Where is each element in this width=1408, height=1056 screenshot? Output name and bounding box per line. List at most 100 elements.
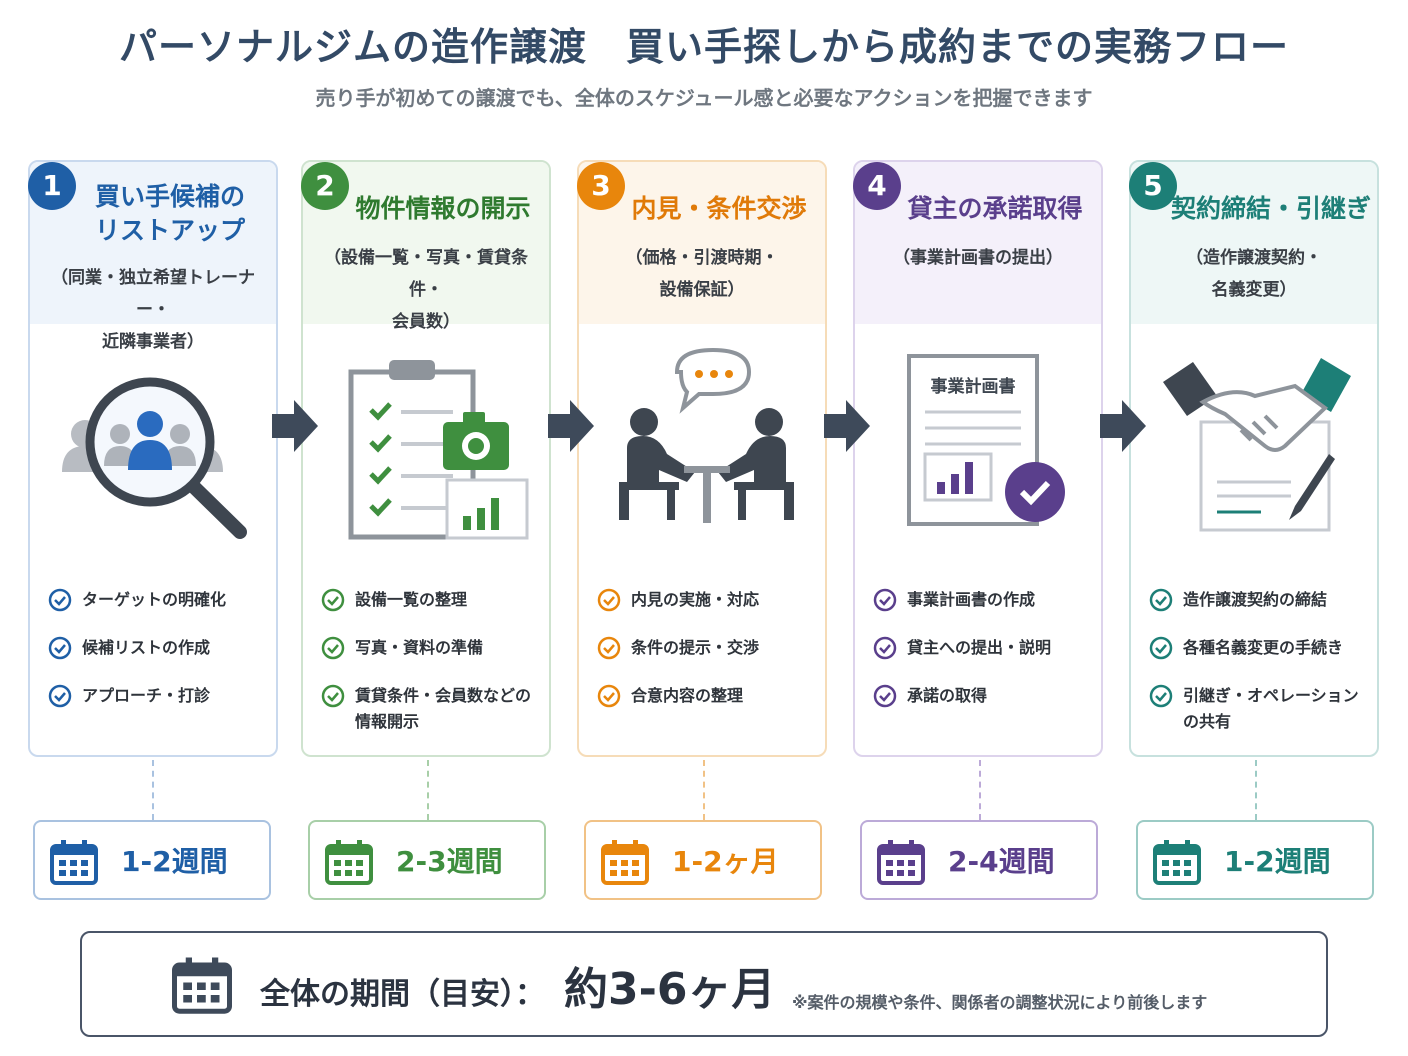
flow-arrow-icon — [1100, 400, 1146, 452]
step-5-duration-text: 1-2週間 — [1224, 845, 1331, 878]
check-circle-icon — [1149, 588, 1173, 612]
step-1-connector — [152, 760, 154, 820]
step-card-3: 3 内見・条件交渉 （価格・引渡時期・ 設備保証） 内見の実施・対応 条件の提示… — [577, 160, 827, 757]
step-2-duration: 2-3週間 — [308, 820, 546, 900]
check-label: 事業計画書の作成 — [907, 590, 1036, 609]
check-label: 引継ぎ・オペレーション — [1183, 686, 1359, 705]
check-item: 各種名義変更の手続き — [1149, 635, 1369, 683]
meeting-icon — [619, 347, 794, 523]
clipboard-camera-icon — [348, 360, 529, 540]
step-card-4: 4 貸主の承諾取得 （事業計画書の提出） 事業計画書 事業計画書の作成 貸主への… — [853, 160, 1103, 757]
step-1-number-badge: 1 — [28, 162, 76, 210]
check-label: 造作譲渡契約の締結 — [1183, 590, 1328, 609]
check-item: 造作譲渡契約の締結 — [1149, 587, 1369, 635]
step-4-number-badge: 4 — [853, 162, 901, 210]
calendar-icon — [172, 957, 232, 1014]
flow-arrow-icon — [548, 400, 594, 452]
step-4-title: 貸主の承諾取得 — [907, 194, 1083, 223]
check-item: 内見の実施・対応 — [597, 587, 817, 635]
check-item: 引継ぎ・オペレーションの共有 — [1149, 683, 1369, 743]
calendar-icon — [601, 840, 649, 885]
step-2-number-badge: 2 — [301, 162, 349, 210]
step-card-5: 5 契約締結・引継ぎ （造作譲渡契約・ 名義変更） 造作譲渡契約の締結 各種名義… — [1129, 160, 1379, 757]
check-circle-icon — [48, 636, 72, 660]
step-3-subtitle: （価格・引渡時期・ 設備保証） — [587, 242, 817, 306]
step-5-connector — [1255, 760, 1257, 820]
check-circle-icon — [321, 588, 345, 612]
step-3-checklist: 内見の実施・対応 条件の提示・交渉 合意内容の整理 — [597, 587, 817, 731]
check-label: 候補リストの作成 — [82, 638, 211, 657]
total-period-box: 全体の期間（目安）： 約3-6ヶ月 ※案件の規模や条件、関係者の調整状況により前… — [80, 931, 1328, 1037]
step-1-duration-text: 1-2週間 — [121, 845, 228, 878]
step-3-sub-line1: （価格・引渡時期・ — [625, 248, 779, 268]
page-title: パーソナルジムの造作譲渡 買い手探しから成約までの実務フロー — [118, 25, 1289, 69]
check-circle-icon — [873, 636, 897, 660]
step-3-sub-line2: 設備保証） — [659, 280, 745, 300]
step-2-subtitle: （設備一覧・写真・賃貸条件・ 会員数） — [311, 242, 541, 338]
check-label: ターゲットの明確化 — [82, 590, 227, 609]
flow-arrow-icon — [824, 400, 870, 452]
step-4-duration-text: 2-4週間 — [948, 845, 1055, 878]
check-circle-icon — [597, 588, 621, 612]
check-label: 貸主への提出・説明 — [907, 638, 1052, 657]
magnifier-people-icon — [62, 377, 247, 539]
step-2-title: 物件情報の開示 — [355, 194, 531, 223]
check-item: 写真・資料の準備 — [321, 635, 541, 683]
business-plan-label: 事業計画書 — [931, 376, 1016, 397]
step-2-checklist: 設備一覧の整理 写真・資料の準備 賃貸条件・会員数などの情報開示 — [321, 587, 541, 743]
step-5-number-badge: 5 — [1129, 162, 1177, 210]
step-2-duration-text: 2-3週間 — [396, 845, 503, 878]
check-item: 条件の提示・交渉 — [597, 635, 817, 683]
check-label: 写真・資料の準備 — [355, 638, 484, 657]
calendar-icon — [50, 840, 98, 885]
check-item: 承諾の取得 — [873, 683, 1093, 731]
check-item: 事業計画書の作成 — [873, 587, 1093, 635]
total-period-value: 約3-6ヶ月 — [564, 964, 776, 1015]
check-circle-icon — [321, 636, 345, 660]
check-item: 合意内容の整理 — [597, 683, 817, 731]
check-circle-icon — [873, 588, 897, 612]
step-1-title: 買い手候補の リストアップ — [70, 180, 270, 248]
check-label-cont: の共有 — [1183, 712, 1232, 731]
step-5-sub-line2: 名義変更） — [1211, 280, 1297, 300]
check-item: 設備一覧の整理 — [321, 587, 541, 635]
check-item: 貸主への提出・説明 — [873, 635, 1093, 683]
check-circle-icon — [48, 684, 72, 708]
step-5-checklist: 造作譲渡契約の締結 各種名義変更の手続き 引継ぎ・オペレーションの共有 — [1149, 587, 1369, 743]
flow-arrow-icon — [272, 400, 318, 452]
step-5-duration: 1-2週間 — [1136, 820, 1374, 900]
calendar-icon — [1153, 840, 1201, 885]
step-card-2: 2 物件情報の開示 （設備一覧・写真・賃貸条件・ 会員数） 設備一覧の整理 写真… — [301, 160, 551, 757]
check-circle-icon — [873, 684, 897, 708]
step-1-sub-line2: 近隣事業者） — [102, 332, 204, 352]
step-3-duration: 1-2ヶ月 — [584, 820, 822, 900]
calendar-icon — [877, 840, 925, 885]
step-4-sub-line1: （事業計画書の提出） — [893, 248, 1063, 268]
handshake-contract-icon — [1163, 358, 1351, 532]
step-1-title-line1: 買い手候補の — [94, 182, 245, 211]
check-item: アプローチ・打診 — [48, 683, 268, 731]
check-item: ターゲットの明確化 — [48, 587, 268, 635]
step-1-duration: 1-2週間 — [33, 820, 271, 900]
check-label: 承諾の取得 — [907, 686, 988, 705]
step-2-sub-line2: 会員数） — [392, 312, 460, 332]
check-circle-icon — [597, 636, 621, 660]
page-subtitle: 売り手が初めての譲渡でも、全体のスケジュール感と必要なアクションを把握できます — [315, 86, 1093, 110]
step-5-subtitle: （造作譲渡契約・ 名義変更） — [1139, 242, 1369, 306]
check-label: 各種名義変更の手続き — [1183, 638, 1344, 657]
total-period-label: 全体の期間（目安）： — [260, 977, 545, 1012]
step-3-title: 内見・条件交渉 — [631, 194, 807, 223]
check-label: 設備一覧の整理 — [355, 590, 468, 609]
step-5-title: 契約締結・引継ぎ — [1171, 194, 1372, 223]
check-label: 合意内容の整理 — [631, 686, 744, 705]
step-card-1: 1 買い手候補の リストアップ （同業・独立希望トレーナー・ 近隣事業者） ター… — [28, 160, 278, 757]
step-1-checklist: ターゲットの明確化 候補リストの作成 アプローチ・打診 — [48, 587, 268, 731]
step-4-connector — [979, 760, 981, 820]
step-4-duration: 2-4週間 — [860, 820, 1098, 900]
check-label: 条件の提示・交渉 — [631, 638, 760, 657]
check-circle-icon — [321, 684, 345, 708]
step-2-connector — [427, 760, 429, 820]
check-circle-icon — [1149, 684, 1173, 708]
step-4-subtitle: （事業計画書の提出） — [863, 242, 1093, 274]
check-label-cont: 情報開示 — [355, 712, 420, 731]
